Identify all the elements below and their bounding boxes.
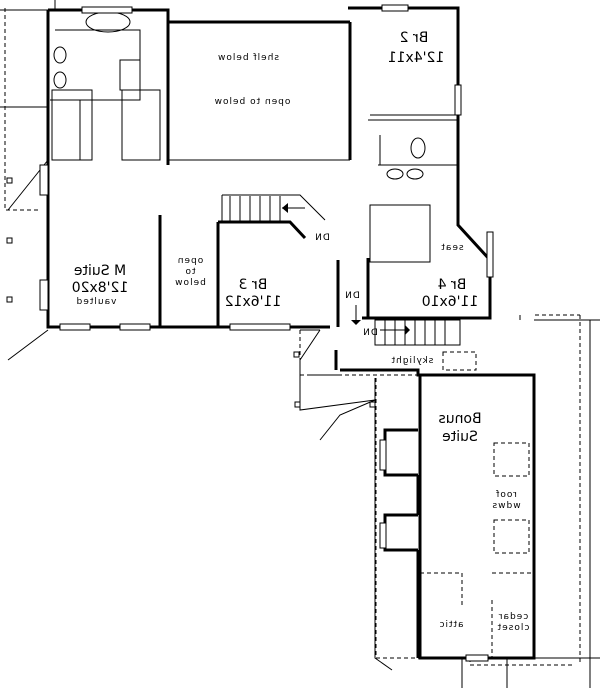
- br2-name: Br 2: [400, 30, 429, 46]
- attic-label: attic: [438, 620, 463, 630]
- roof-wdws-2: wdws: [491, 501, 520, 511]
- room-labels: shelf below open to below Br 2 12'4x11 M…: [72, 30, 530, 633]
- dashed-features: [420, 351, 534, 658]
- seat-label: seat: [440, 243, 463, 253]
- open-small-3: below: [174, 278, 206, 288]
- roof-wdws-1: roof: [495, 490, 517, 500]
- br3-name: Br 3: [239, 277, 268, 293]
- msuite-note: vaulted: [76, 297, 117, 307]
- dn-label-1: DN: [314, 233, 330, 243]
- dn-label-2: DN: [344, 291, 360, 301]
- br3-size: 11'6x12: [225, 294, 282, 310]
- cedar-closet-1: cedar: [498, 612, 528, 622]
- open-small-2: to: [184, 267, 195, 277]
- dn-label-3: DN: [362, 328, 378, 338]
- msuite-size: 12'8x20: [72, 280, 129, 296]
- windows: [39, 4, 494, 662]
- stair-arrows: [282, 203, 410, 335]
- cedar-closet-2: closet: [497, 623, 530, 633]
- open-to-below-label: open to below: [214, 97, 291, 107]
- br4-name: Br 4: [438, 277, 467, 293]
- bonus-name-2: Suite: [442, 429, 478, 445]
- br4-size: 11'6x10: [422, 294, 479, 310]
- open-small-1: open: [177, 256, 203, 266]
- msuite-name: M Suite: [74, 263, 126, 279]
- shelf-below-label: shelf below: [217, 53, 279, 63]
- bonus-name-1: Bonus: [438, 411, 481, 427]
- skylight-label: skylight: [391, 356, 434, 366]
- br2-size: 12'4x11: [388, 50, 445, 66]
